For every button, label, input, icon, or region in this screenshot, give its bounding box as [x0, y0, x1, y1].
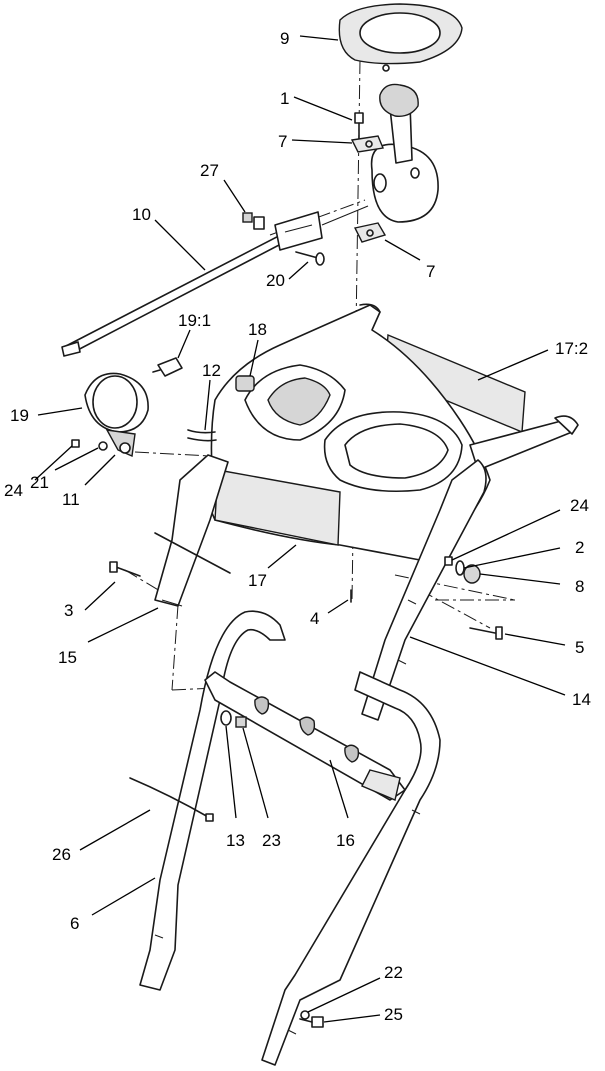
part-24-nut-right — [444, 556, 453, 566]
part-9-plate — [338, 3, 463, 72]
callout-5: 5 — [575, 638, 584, 657]
part-6-lower-handle — [139, 610, 441, 1066]
callout-11: 11 — [62, 490, 80, 509]
callout-1: 1 — [280, 89, 289, 108]
callout-7-lower: 7 — [426, 262, 435, 281]
cable-left — [154, 532, 231, 574]
callout-25: 25 — [384, 1005, 403, 1024]
callout-8: 8 — [575, 577, 584, 596]
part-24-nut-left — [71, 439, 80, 448]
callout-10: 10 — [132, 205, 151, 224]
part-19-headlight — [84, 372, 149, 433]
callout-27: 27 — [200, 161, 219, 180]
callout-24-right: 24 — [570, 496, 589, 515]
part-2-washer — [455, 560, 465, 576]
callout-2: 2 — [575, 538, 584, 557]
part-19-1-bulb — [152, 357, 183, 377]
part-27-nut — [242, 212, 265, 230]
callout-19: 19 — [10, 406, 29, 425]
part-18-switch — [235, 375, 255, 392]
callout-4: 4 — [310, 609, 319, 628]
part-21-washer — [98, 441, 108, 451]
callout-9: 9 — [280, 29, 289, 48]
part-25-bolt — [299, 1016, 324, 1028]
callout-13: 13 — [226, 831, 245, 850]
callout-3: 3 — [64, 601, 73, 620]
callout-17: 17 — [248, 571, 267, 590]
callout-labels: 9 1 7 27 10 7 20 19:1 18 17:2 12 19 24 2… — [4, 29, 591, 1024]
part-23-nut — [235, 716, 247, 728]
part-5-bolt — [469, 626, 503, 640]
callout-26: 26 — [52, 845, 71, 864]
part-3-bolt — [109, 561, 141, 577]
part-7-bracket-upper — [350, 135, 384, 153]
part-20-bolt — [295, 251, 325, 266]
callout-22: 22 — [384, 963, 403, 982]
part-14-right-handle — [361, 459, 487, 721]
part-10-rod — [61, 205, 369, 357]
callout-12: 12 — [202, 361, 221, 380]
part-1-bolt — [354, 112, 364, 141]
leader-lines — [34, 35, 566, 1023]
part-26-cable — [129, 777, 214, 822]
callout-20: 20 — [266, 271, 285, 290]
callout-19-1: 19:1 — [178, 311, 211, 330]
callout-21: 21 — [30, 473, 49, 492]
part-11-bracket — [105, 429, 136, 458]
part-22-washer — [300, 1010, 310, 1020]
callout-17-2: 17:2 — [555, 339, 588, 358]
part-15-left-handle — [154, 454, 229, 607]
callout-14: 14 — [572, 690, 591, 709]
part-12-clip — [187, 429, 217, 442]
callout-16: 16 — [336, 831, 355, 850]
callout-23: 23 — [262, 831, 281, 850]
chute-handle-assembly — [370, 83, 439, 223]
callout-6: 6 — [70, 914, 79, 933]
callout-15: 15 — [58, 648, 77, 667]
callout-7-upper: 7 — [278, 132, 287, 151]
part-13-washer — [220, 710, 232, 726]
part-17-control-panel — [208, 303, 579, 561]
part-7-bracket-lower — [353, 222, 387, 243]
callout-24-left: 24 — [4, 481, 23, 500]
callout-18: 18 — [248, 320, 267, 339]
